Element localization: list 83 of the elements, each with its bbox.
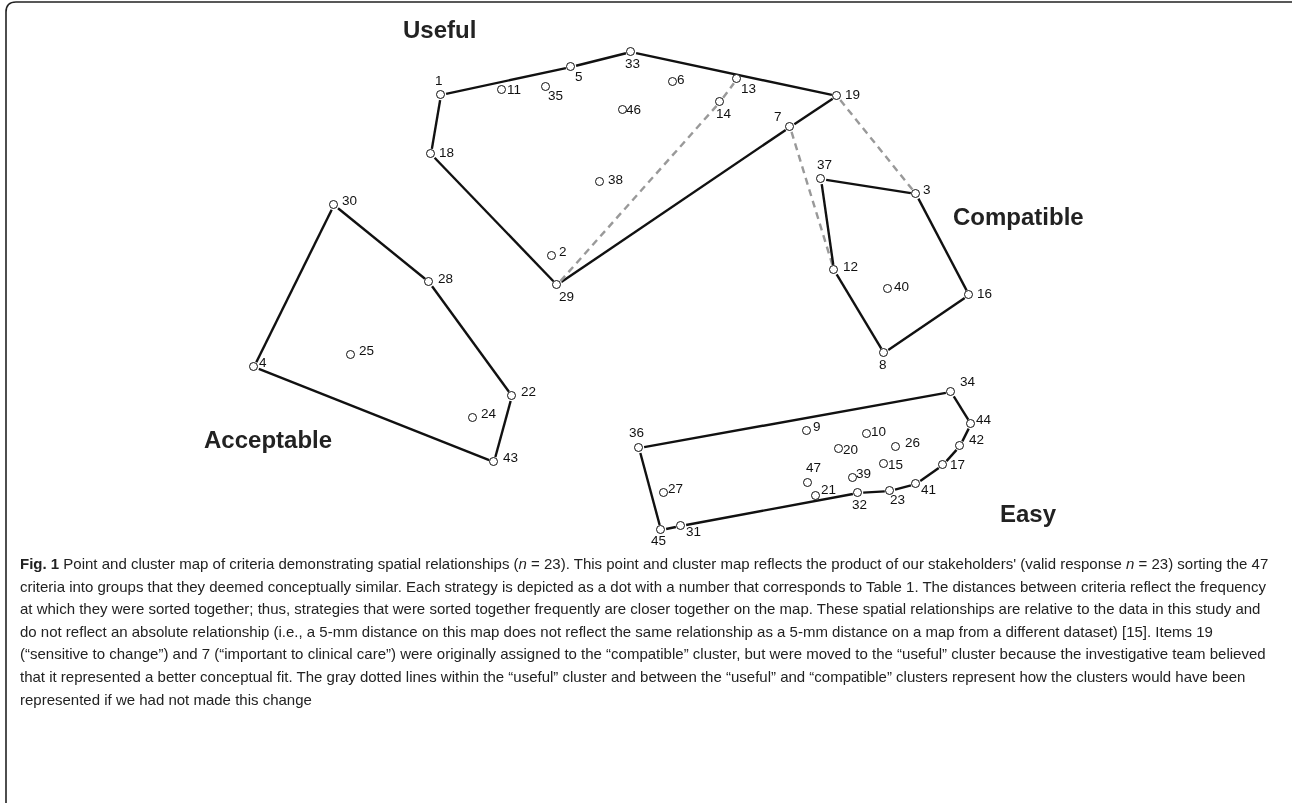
point-number: 24: [481, 406, 496, 421]
dashed-line: [790, 131, 834, 266]
point-number: 32: [852, 497, 868, 512]
point-number: 40: [894, 279, 909, 294]
point-number: 28: [438, 271, 453, 286]
cluster-boundary-line: [560, 128, 787, 284]
cluster-boundary-line: [494, 400, 512, 458]
point-number: 35: [548, 88, 563, 103]
point-number: 43: [503, 450, 518, 465]
point-number: 47: [806, 460, 821, 475]
point-number: 38: [608, 172, 623, 187]
point-number: 26: [905, 435, 920, 450]
cluster-boundary-line: [433, 156, 555, 283]
point-number: 17: [950, 457, 965, 472]
point-number: 19: [845, 87, 860, 102]
dashed-line: [839, 99, 914, 191]
cluster-name: Useful: [403, 16, 477, 44]
point-number: 2: [559, 244, 567, 259]
cluster-boundary-line: [643, 391, 947, 449]
cluster-boundary-line: [945, 449, 958, 462]
point-number: 7: [774, 109, 782, 124]
cluster-boundary-line: [793, 97, 834, 126]
cluster-boundary-line: [919, 467, 940, 482]
point-number: 23: [890, 492, 905, 507]
point-number: 8: [879, 357, 887, 372]
point-number: 45: [651, 533, 667, 548]
cluster-boundary-line: [255, 209, 333, 363]
point-number: 44: [976, 412, 991, 427]
cluster-boundary-line: [430, 99, 442, 150]
cluster-boundary-line: [665, 525, 677, 531]
cluster-name: Compatible: [953, 203, 1084, 231]
point-number: 31: [686, 524, 701, 539]
cluster-boundary-line: [337, 207, 426, 280]
cluster-boundary-line: [894, 484, 912, 491]
cluster-boundary-line: [887, 296, 966, 352]
cluster-boundary-line: [917, 198, 968, 291]
point-number: 34: [960, 374, 975, 389]
cluster-boundary-line: [258, 367, 490, 462]
point-number: 6: [677, 72, 685, 87]
point-number: 10: [871, 424, 886, 439]
point-number: 11: [507, 82, 521, 97]
point-number: 36: [629, 425, 645, 440]
cluster-boundary-line: [575, 52, 627, 67]
cluster-boundary-line: [685, 492, 854, 527]
cluster-boundary-line: [835, 273, 883, 350]
point-number: 4: [259, 355, 267, 370]
point-number: 39: [856, 466, 871, 481]
cluster-name: Easy: [1000, 500, 1057, 528]
figure-caption: Fig. 1 Point and cluster map of criteria demonstrating spatial relationships (n = 23). This point and cluster map reflects the product of our stakeholders' (valid response n = 23) sorting the 47 criteria into groups that they deemed conceptually similar. Each strategy is depicted as a dot with a number that corresponds to Table 1. The distances between criteria reflect the frequency at which they were sorted together; thus, strategies that were sorted together frequently are closer together on the map. These spatial relationships are relative to the data in this study and do not reflect an absolute relationship (i.e., a 5-mm distance on this map does not reflect the same relationship as a 5-mm distance on a map from a different dataset) [15]. Items 19 (“sensitive to change”) and 7 (“important to clinical care”) were originally assigned to the “compatible” cluster, but were moved to the “useful” cluster because the investigative team believed that it represented a better conceptual fit. The gray dotted lines within the “useful” cluster and between the “useful” and “compatible” clusters represent how the clusters would have been represented if we had not made this change: [20, 554, 1270, 710]
cluster-boundary-line: [961, 428, 970, 442]
cluster-boundary-line: [820, 184, 835, 265]
point-number: 5: [575, 69, 583, 84]
point-number: 37: [817, 157, 832, 172]
cluster-boundary-line: [863, 490, 885, 494]
point-number: 14: [716, 106, 731, 121]
point-number: 30: [342, 193, 357, 208]
point-number: 12: [843, 259, 858, 274]
point-number: 20: [843, 442, 858, 457]
point-number: 33: [625, 56, 641, 71]
point-number: 9: [813, 419, 821, 434]
point-number: 25: [359, 343, 374, 358]
cluster-boundary-line: [825, 178, 912, 195]
cluster-boundary-line: [639, 452, 661, 526]
point-number: 16: [977, 286, 992, 301]
point-number: 1: [435, 73, 443, 88]
point-number: 27: [668, 481, 683, 496]
point-number: 41: [921, 482, 936, 497]
cluster-boundary-line: [431, 285, 510, 393]
point-number: 21: [821, 482, 836, 497]
point-number: 29: [559, 289, 574, 304]
point-number: 22: [521, 384, 536, 399]
cluster-boundary-line: [952, 395, 970, 421]
cluster-boundary-line: [635, 51, 833, 97]
point-number: 3: [923, 182, 931, 197]
point-number: 18: [439, 145, 454, 160]
point-number: 46: [626, 102, 641, 117]
point-number: 42: [969, 432, 984, 447]
point-number: 13: [741, 81, 756, 96]
dashed-line: [722, 82, 735, 99]
cluster-boundary-line: [445, 66, 567, 96]
cluster-name: Acceptable: [204, 426, 333, 454]
point-number: 15: [888, 457, 903, 472]
dashed-line: [559, 105, 718, 282]
